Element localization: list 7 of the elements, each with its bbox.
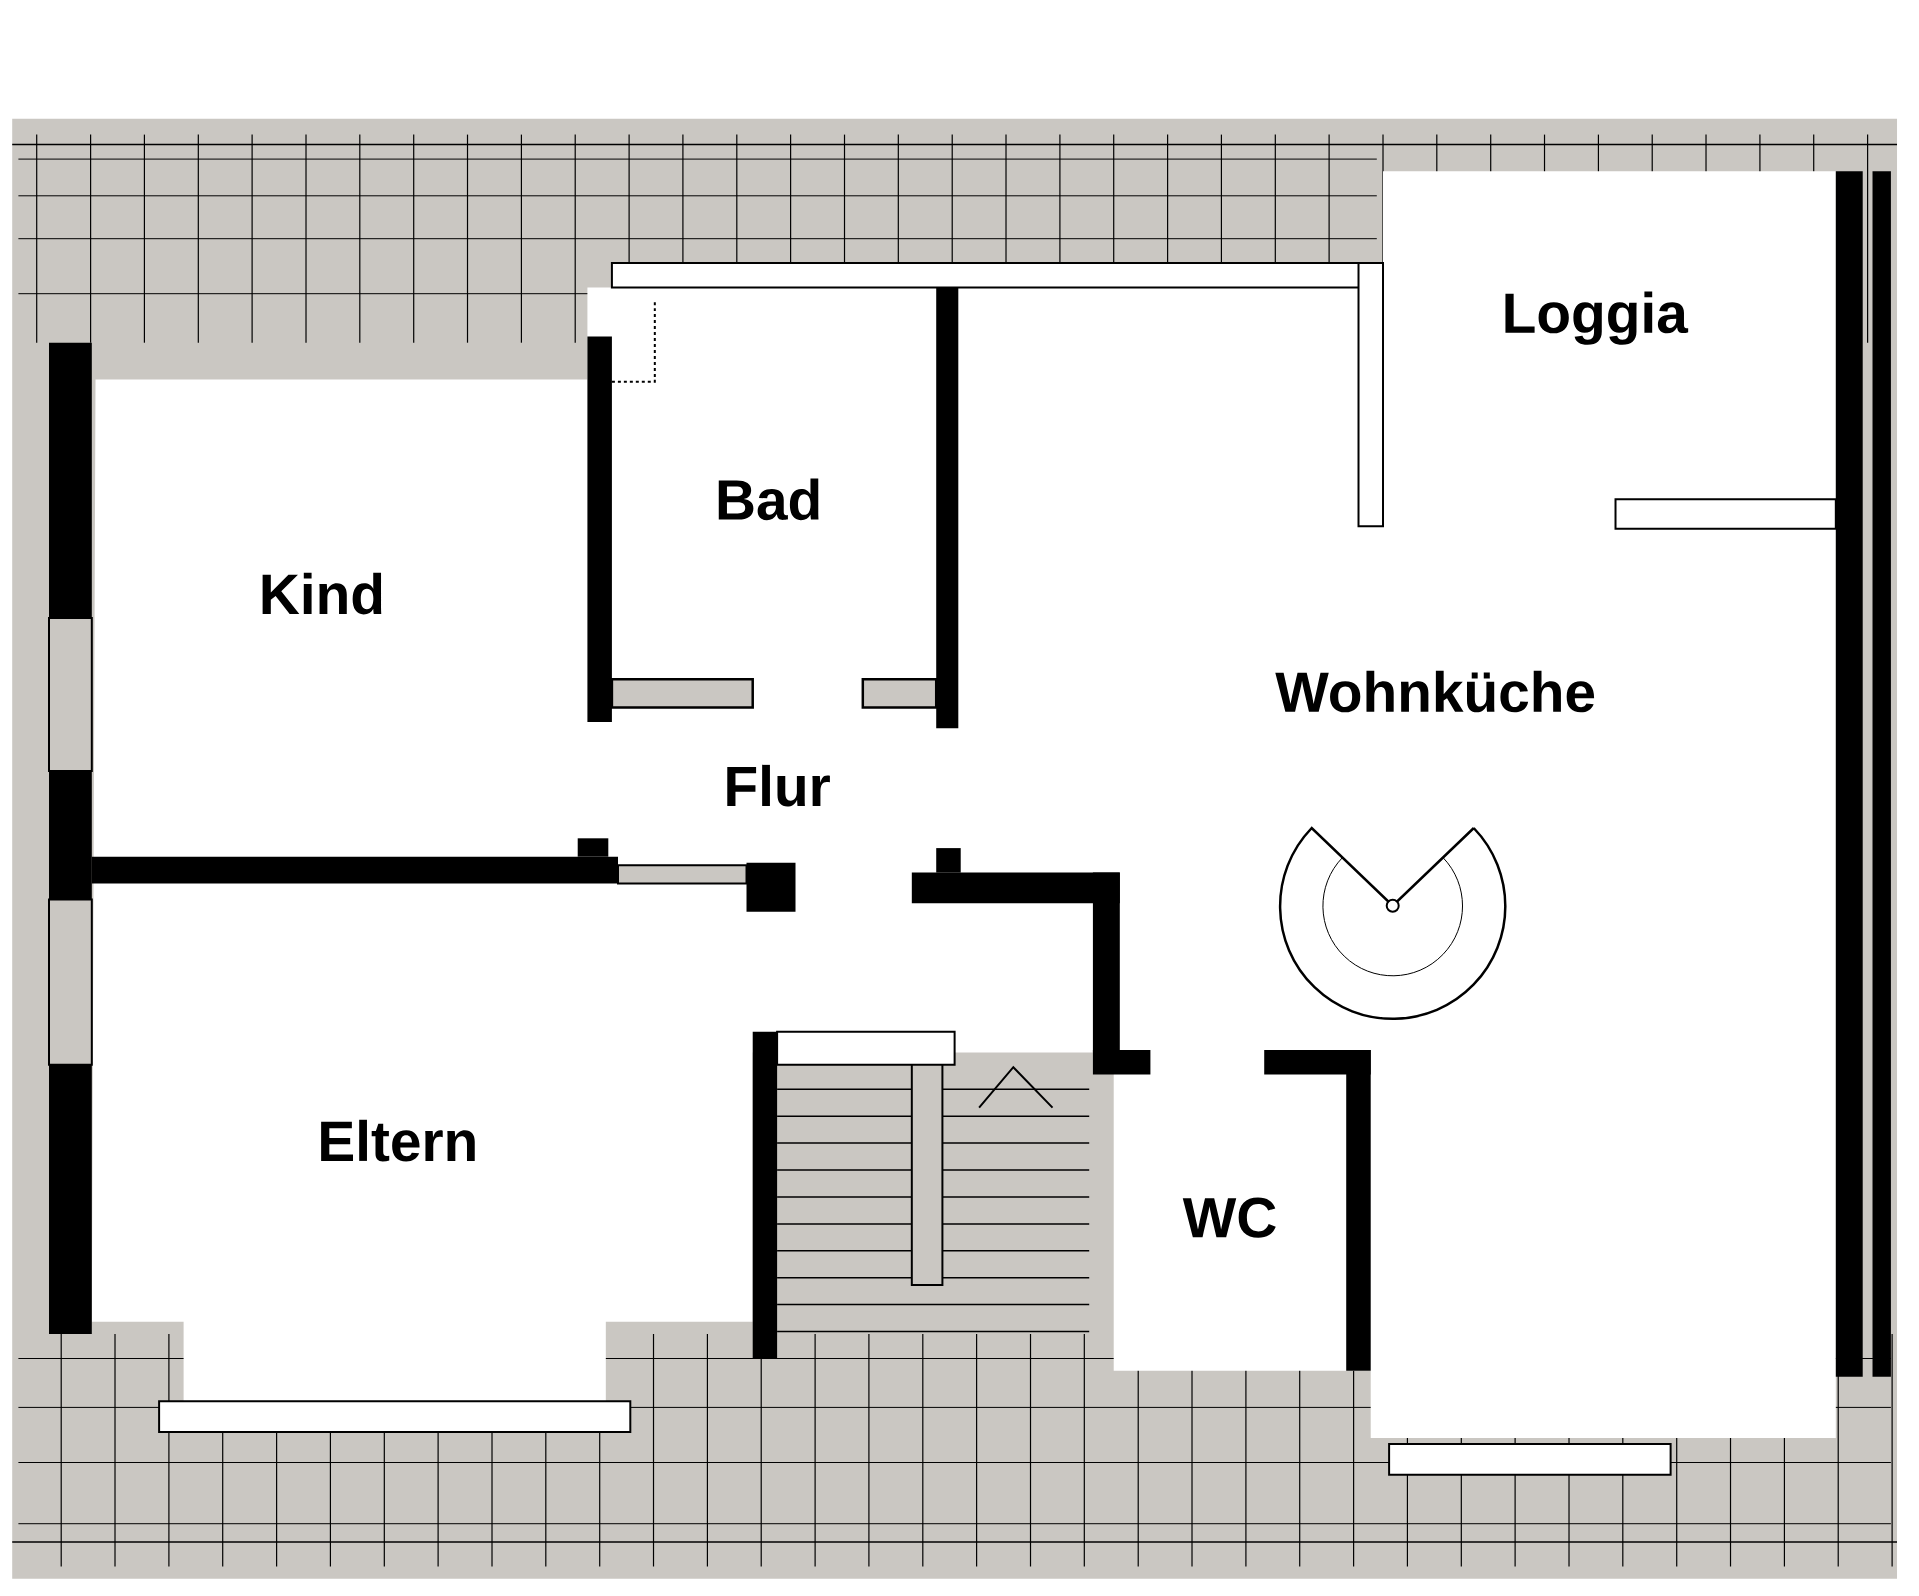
room-label: Bad	[718, 478, 819, 521]
room-label: Eltern	[321, 1119, 475, 1162]
room-label: Wohnküche	[1275, 670, 1595, 713]
room-label: Flur	[727, 764, 830, 807]
room-label: Kind	[262, 572, 382, 615]
room-label: WC	[1182, 1197, 1276, 1238]
room-label: Loggia	[1505, 291, 1689, 345]
